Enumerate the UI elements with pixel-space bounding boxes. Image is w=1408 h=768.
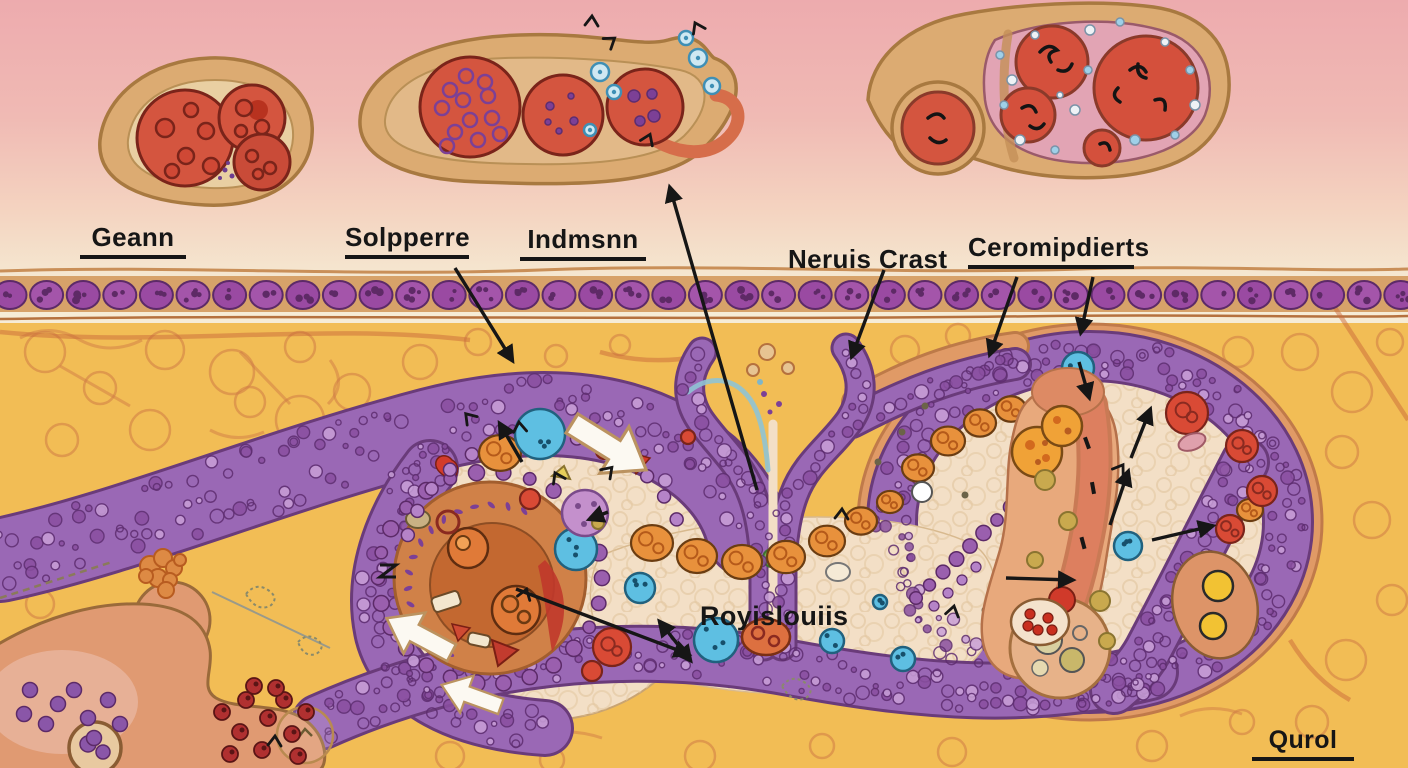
chromosome-squiggles [926, 44, 1168, 152]
label-neruis-crast: Neruis Crast [788, 244, 948, 274]
left-vesicle-contents [370, 427, 684, 693]
membrane-line-top [0, 266, 1408, 274]
label-geann: Geann [80, 223, 186, 260]
annotation-arrows [453, 183, 1217, 664]
label-ceromipdierts: Ceromipdierts [968, 233, 1149, 270]
label-qurol: Qurol [1252, 727, 1354, 762]
label-royislouiis: Royislouiis [700, 601, 849, 631]
label-indmsnn: Indmsnn [520, 225, 646, 262]
small-ink-marks [154, 13, 1201, 748]
membrane-line-bottom [0, 314, 1408, 321]
neural-groove-details [685, 343, 795, 653]
embryo-blob-right [866, 1, 1231, 180]
bottom-left-tissue [0, 548, 812, 768]
epithelium-cell-row [0, 280, 1408, 310]
label-solpperre: Solpperre [345, 223, 470, 260]
